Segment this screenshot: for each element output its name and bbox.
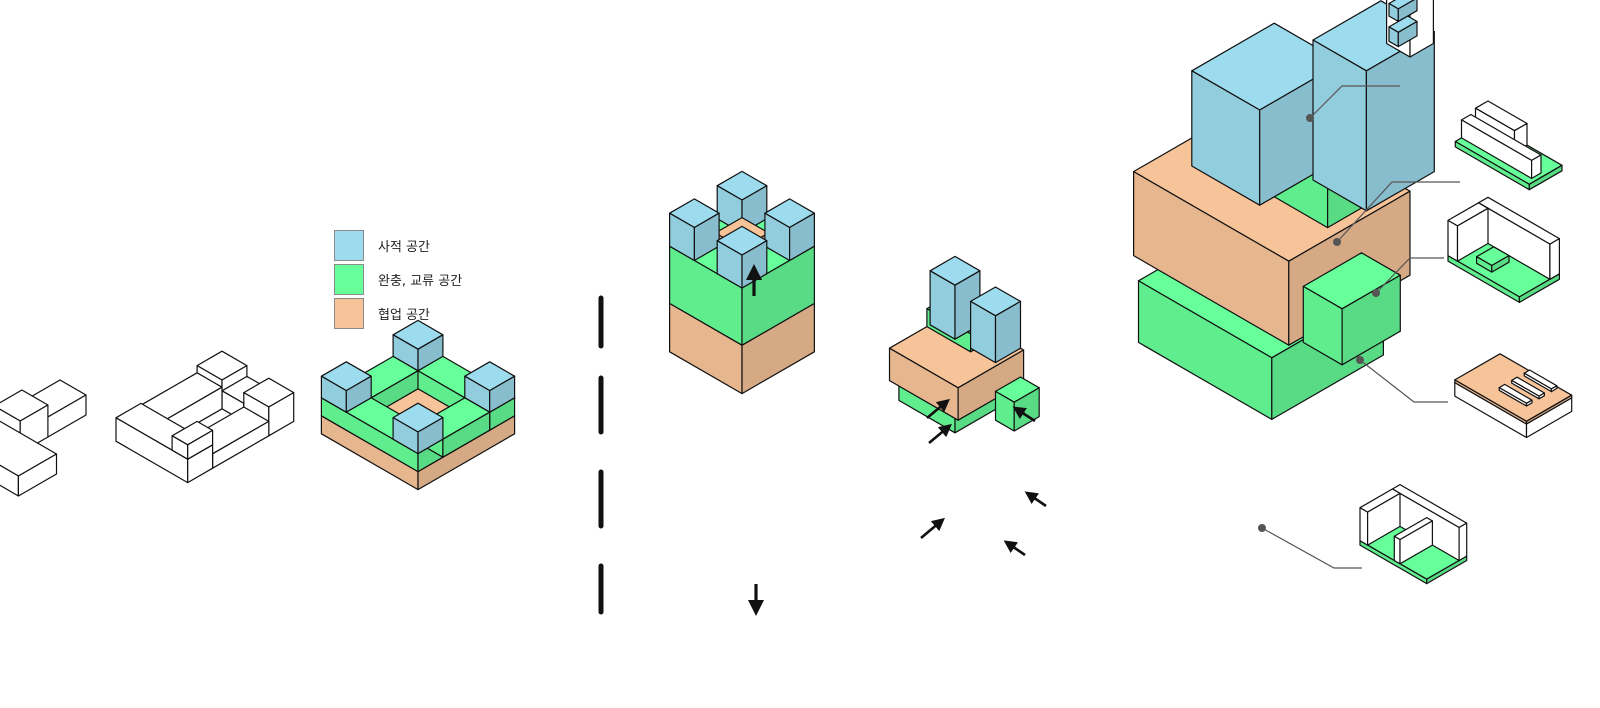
arrow-inward-icon bbox=[920, 517, 945, 539]
buffer-block bbox=[1518, 273, 1561, 303]
white-block bbox=[1525, 399, 1533, 407]
arrow-inward-icon bbox=[928, 423, 952, 444]
legend-label: 사적 공간 bbox=[378, 239, 430, 255]
callout-dot-icon bbox=[1356, 356, 1364, 364]
white-block bbox=[1359, 507, 1369, 546]
white-block bbox=[1550, 385, 1558, 393]
private-block bbox=[1312, 39, 1368, 212]
arrow-inward-icon bbox=[926, 398, 950, 419]
buffer-block bbox=[1426, 555, 1468, 585]
private-block bbox=[489, 375, 516, 413]
callout-dot-icon bbox=[1258, 524, 1266, 532]
legend: 사적 공간 완충, 교류 공간 협업 공간 bbox=[334, 228, 462, 330]
white-block bbox=[1538, 392, 1546, 400]
private-block bbox=[1365, 31, 1435, 212]
legend-item-buffer: 완충, 교류 공간 bbox=[334, 262, 462, 296]
callout-dot-icon bbox=[1306, 114, 1314, 122]
legend-item-private: 사적 공간 bbox=[334, 228, 462, 262]
white-block bbox=[1456, 207, 1489, 262]
white-block bbox=[1549, 238, 1561, 280]
white-block bbox=[1530, 154, 1542, 179]
white-block bbox=[1366, 492, 1401, 546]
legend-label: 협업 공간 bbox=[378, 307, 430, 323]
white-block bbox=[1447, 219, 1459, 262]
private-block bbox=[994, 300, 1022, 364]
private-block bbox=[1397, 0, 1418, 22]
callout-dot-icon bbox=[1333, 238, 1341, 246]
private-block bbox=[345, 375, 372, 413]
arrow-inward-icon bbox=[1003, 540, 1026, 557]
buffer-block bbox=[1528, 164, 1563, 191]
arrow-inward-icon bbox=[1024, 491, 1047, 508]
legend-swatch bbox=[334, 297, 364, 329]
private-block bbox=[788, 212, 816, 262]
private-block bbox=[417, 334, 444, 372]
white-block bbox=[1399, 520, 1434, 565]
collab-block bbox=[1525, 394, 1573, 425]
collab-block bbox=[957, 349, 1025, 421]
white-block bbox=[187, 429, 214, 460]
buffer-block bbox=[1341, 274, 1401, 366]
white-block bbox=[268, 392, 295, 437]
private-block bbox=[1397, 20, 1418, 48]
private-block bbox=[417, 417, 444, 455]
private-block bbox=[693, 212, 720, 262]
white-block bbox=[1458, 522, 1468, 562]
legend-swatch bbox=[334, 263, 364, 295]
arrow-inward-icon bbox=[1012, 406, 1036, 423]
white-block bbox=[1393, 535, 1401, 565]
white-block bbox=[17, 453, 58, 497]
callout-leaders bbox=[1261, 85, 1460, 569]
callout-dot-icon bbox=[1372, 289, 1380, 297]
white-block bbox=[1409, 0, 1435, 58]
buffer-block bbox=[1491, 255, 1510, 273]
legend-item-collab: 협업 공간 bbox=[334, 296, 462, 330]
legend-label: 완충, 교류 공간 bbox=[378, 273, 463, 289]
legend-swatch bbox=[334, 229, 364, 261]
